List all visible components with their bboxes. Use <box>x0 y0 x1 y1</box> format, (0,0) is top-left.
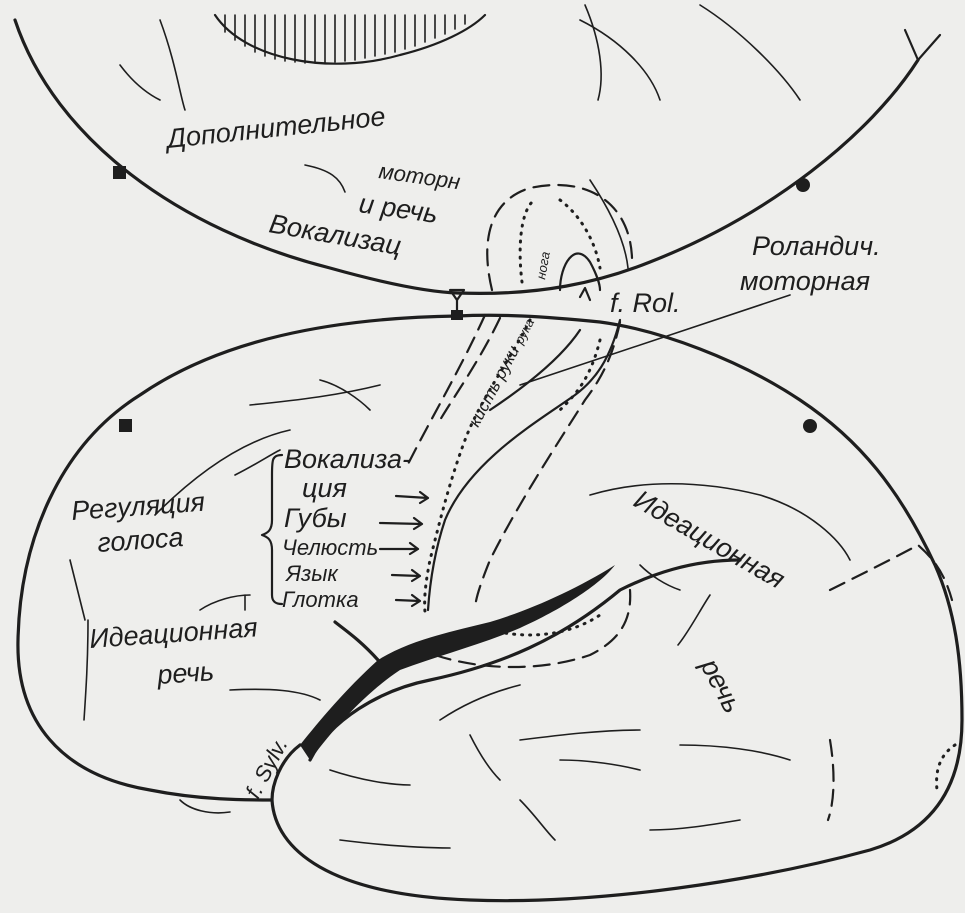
motor-strip-dots-2 <box>560 340 600 410</box>
medial-sulcus <box>580 20 660 100</box>
medial-sulcus <box>700 5 800 100</box>
marker-square <box>113 166 126 179</box>
supplementary-label-2: моторн <box>377 158 462 194</box>
parietal-boundary <box>830 545 952 600</box>
marker-circle <box>803 419 817 433</box>
temporal-sulcus <box>180 800 230 813</box>
medial-top-tick <box>905 30 940 60</box>
parietal-sulcus <box>678 595 710 645</box>
rolandic-label-2: моторная <box>740 266 870 296</box>
rolandic-label-1: Роландич. <box>752 231 881 261</box>
jaw-label: Челюсть <box>282 535 378 560</box>
frontal-sulcus <box>70 560 85 620</box>
temporal-sulcus <box>470 735 500 780</box>
supplementary-label-1: Дополнительное <box>163 101 387 154</box>
ideational-left-label-2: речь <box>155 656 215 690</box>
temporal-sulcus <box>440 685 520 720</box>
medial-sulcus <box>585 5 601 100</box>
occipital-boundary <box>828 740 834 820</box>
leg-area-dots-2 <box>560 200 600 268</box>
temporal-sulcus <box>560 760 640 770</box>
leg-area-dots <box>520 202 532 282</box>
medial-sulcus <box>160 20 185 110</box>
temporal-sulcus <box>680 745 790 760</box>
callosum-hatch <box>215 15 485 64</box>
f-rol-label: f. Rol. <box>610 288 681 318</box>
ideational-left-label-1: Идеационная <box>88 612 258 654</box>
ideational-right-label-2: речь <box>694 653 748 718</box>
articulator-arrows <box>380 492 428 606</box>
throat-label: Глотка <box>282 587 359 612</box>
f-sylv-label: f. Sylv. <box>240 734 292 803</box>
marker-circle <box>796 178 810 192</box>
lips-label: Губы <box>284 503 347 533</box>
frontal-sulcus <box>200 595 250 610</box>
precentral-outline <box>405 315 485 470</box>
temporal-sulcus <box>330 770 410 785</box>
temporal-sulcus <box>520 730 640 740</box>
tongue-label: Язык <box>285 561 339 586</box>
occipital-dots <box>937 745 955 790</box>
marker-square <box>119 419 132 432</box>
vocalization-label-1: Вокализа- <box>284 444 411 474</box>
ideational-right-label-1: Идеационная <box>629 484 790 594</box>
voice-regulation-label-2: голоса <box>96 522 184 558</box>
temporal-sulcus <box>650 820 740 830</box>
bracket <box>262 455 282 604</box>
hand-label-2: рука <box>511 316 537 347</box>
frontal-sulcus <box>84 620 88 720</box>
temporal-sulcus <box>340 840 450 848</box>
leg-label: нога <box>533 250 553 280</box>
voice-regulation-label-1: Регуляция <box>70 487 206 526</box>
sylvian-branch <box>335 622 378 660</box>
medial-sulcus <box>305 165 345 192</box>
supplementary-label-3: и речь <box>357 188 440 229</box>
vocalization-label-2: ция <box>302 473 347 503</box>
frontal-sulcus <box>230 689 320 700</box>
temporal-sulcus <box>520 800 555 840</box>
medial-sulcus <box>120 65 160 100</box>
hand-label-1: кисть руки <box>465 342 524 430</box>
temporal-lobe-upper <box>310 560 740 760</box>
f-rol-arrow <box>580 288 590 300</box>
